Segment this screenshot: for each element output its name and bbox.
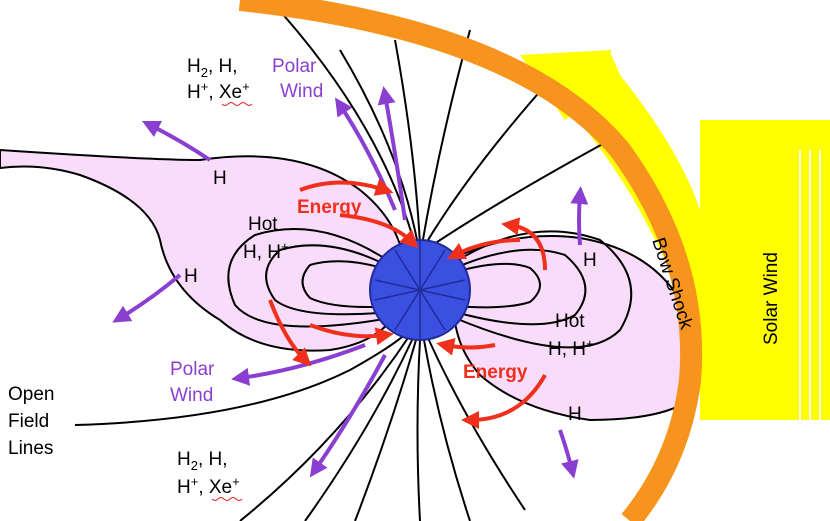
ions-top-h2-sub: 2 bbox=[201, 65, 208, 80]
ions-bottom-hplus-sup: + bbox=[191, 474, 199, 489]
svg-text:H, H+: H, H+ bbox=[243, 239, 289, 263]
field-line-top-5 bbox=[424, 79, 551, 246]
h-label-right-top: H bbox=[583, 250, 597, 271]
energy-arrows bbox=[268, 178, 547, 429]
field-line-bottom-4 bbox=[416, 339, 421, 521]
ions-bottom-h2: H bbox=[177, 449, 191, 470]
energy-arrow-1 bbox=[299, 178, 394, 196]
svg-text:H+, Xe+: H+, Xe+ bbox=[187, 79, 250, 103]
energy-arrow-5 bbox=[446, 238, 521, 260]
h-label-upper-tail: H bbox=[213, 168, 227, 189]
ions-bottom-h2-sub: 2 bbox=[191, 458, 198, 473]
energy-arrow-3 bbox=[268, 299, 312, 367]
hot-right-label-1: Hot bbox=[555, 311, 585, 332]
field-line-bottom-5 bbox=[423, 339, 471, 521]
h-label-right-bottom: H bbox=[568, 404, 582, 425]
field-line-top-2 bbox=[339, 49, 419, 246]
ions-top-xe: , Xe bbox=[208, 82, 242, 103]
ions-top: H2, H, H+, Xe+ bbox=[187, 56, 253, 106]
field-line-top-6 bbox=[427, 139, 611, 249]
field-line-closed-left-2 bbox=[265, 244, 393, 316]
field-line-bottom-3 bbox=[354, 339, 417, 521]
open-field-label-1: Open bbox=[8, 384, 54, 405]
field-line-closed-right-1 bbox=[454, 230, 633, 349]
ions-bottom-xe-sup: + bbox=[232, 474, 240, 489]
hot-left-label-2-sup: + bbox=[281, 239, 289, 254]
ions-bottom-xe: , Xe bbox=[198, 477, 232, 498]
polar-wind-arrow-2 bbox=[112, 273, 182, 323]
field-line-bottom-2 bbox=[304, 337, 414, 521]
hot-right-label-2-sup: + bbox=[586, 336, 594, 351]
hot-right-label-2: H, H bbox=[548, 339, 586, 360]
field-line-top-3 bbox=[394, 39, 421, 246]
ions-bottom-rest: , H, bbox=[198, 449, 228, 470]
xe-underline-bottom bbox=[211, 497, 243, 501]
hot-left-label-1: Hot bbox=[248, 214, 278, 235]
field-line-closed-right-3 bbox=[454, 262, 541, 309]
solar-wind-label: Solar Wind bbox=[761, 252, 782, 345]
planet bbox=[369, 239, 471, 341]
open-field-label-3: Lines bbox=[8, 438, 53, 459]
energy-arrow-6 bbox=[501, 217, 547, 271]
energy-arrow-7 bbox=[436, 337, 496, 356]
polar-wind-arrow-1 bbox=[141, 120, 212, 162]
ions-top-xe-sup: + bbox=[242, 79, 250, 94]
ions-bottom: H2, H, H+, Xe+ bbox=[177, 449, 243, 501]
ions-top-h2: H bbox=[187, 56, 201, 77]
svg-text:H, H+: H, H+ bbox=[548, 336, 594, 360]
xe-underline-top bbox=[221, 102, 253, 106]
field-line-bottom-1 bbox=[239, 334, 411, 521]
svg-text:H2, H,: H2, H, bbox=[187, 56, 238, 80]
svg-text:H2, H,: H2, H, bbox=[177, 449, 228, 473]
field-line-closed-left-1 bbox=[227, 228, 391, 328]
polar-wind-arrow-3 bbox=[335, 97, 397, 211]
polar-wind-arrow-4 bbox=[377, 86, 407, 221]
energy-arrow-8 bbox=[461, 374, 547, 429]
polar-wind-top-label-1: Polar bbox=[272, 56, 317, 77]
energy-arrow-4 bbox=[309, 323, 394, 346]
energy-arrow-2 bbox=[339, 213, 419, 249]
open-field-label-2: Field bbox=[8, 411, 49, 432]
ions-bottom-hplus: H bbox=[177, 477, 191, 498]
polar-wind-top-label-2: Wind bbox=[280, 81, 323, 102]
svg-text:H+, Xe+: H+, Xe+ bbox=[177, 474, 240, 498]
polar-wind-arrow-8 bbox=[558, 429, 579, 479]
polar-wind-bottom-label-1: Polar bbox=[170, 359, 215, 380]
field-line-open-left bbox=[74, 329, 411, 426]
hot-left-label-2: H, H bbox=[243, 242, 281, 263]
ions-top-hplus: H bbox=[187, 82, 201, 103]
planet-lines bbox=[374, 240, 466, 340]
energy-label-bottom: Energy bbox=[463, 362, 528, 383]
h-label-lower-tail: H bbox=[184, 266, 198, 287]
polar-wind-arrow-6 bbox=[309, 354, 387, 478]
bow-shock bbox=[238, 0, 703, 521]
energy-label-top: Energy bbox=[297, 197, 362, 218]
ions-top-hplus-sup: + bbox=[201, 79, 209, 94]
polar-wind-bottom-label-2: Wind bbox=[170, 385, 213, 406]
polar-wind-arrow-7 bbox=[570, 186, 589, 246]
polar-wind-arrows bbox=[112, 86, 589, 479]
field-line-closed-left-3 bbox=[301, 260, 396, 308]
field-line-closed-right-2 bbox=[454, 248, 587, 326]
ions-top-rest: , H, bbox=[208, 56, 238, 77]
